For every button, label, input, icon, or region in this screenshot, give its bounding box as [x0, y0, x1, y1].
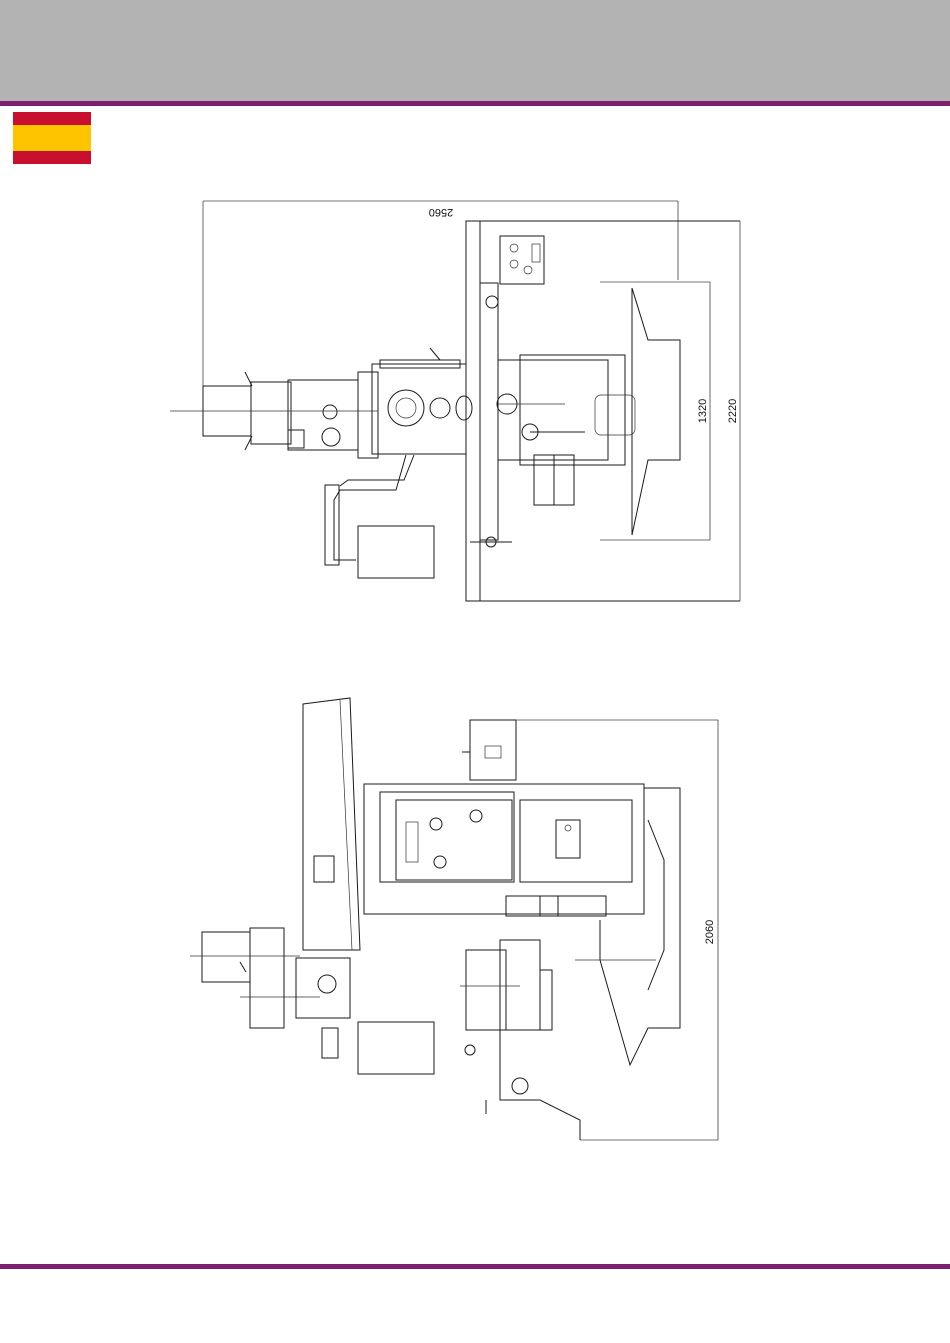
dim-2060: 2060 — [704, 920, 716, 944]
top-view-drawing: 2560 2220 1320 — [170, 201, 740, 601]
dim-1320: 1320 — [697, 399, 709, 423]
front-view-drawing: 2060 — [190, 698, 718, 1140]
footer-rule — [0, 1264, 950, 1269]
dim-2560: 2560 — [429, 206, 453, 218]
dim-2220: 2220 — [727, 399, 739, 423]
